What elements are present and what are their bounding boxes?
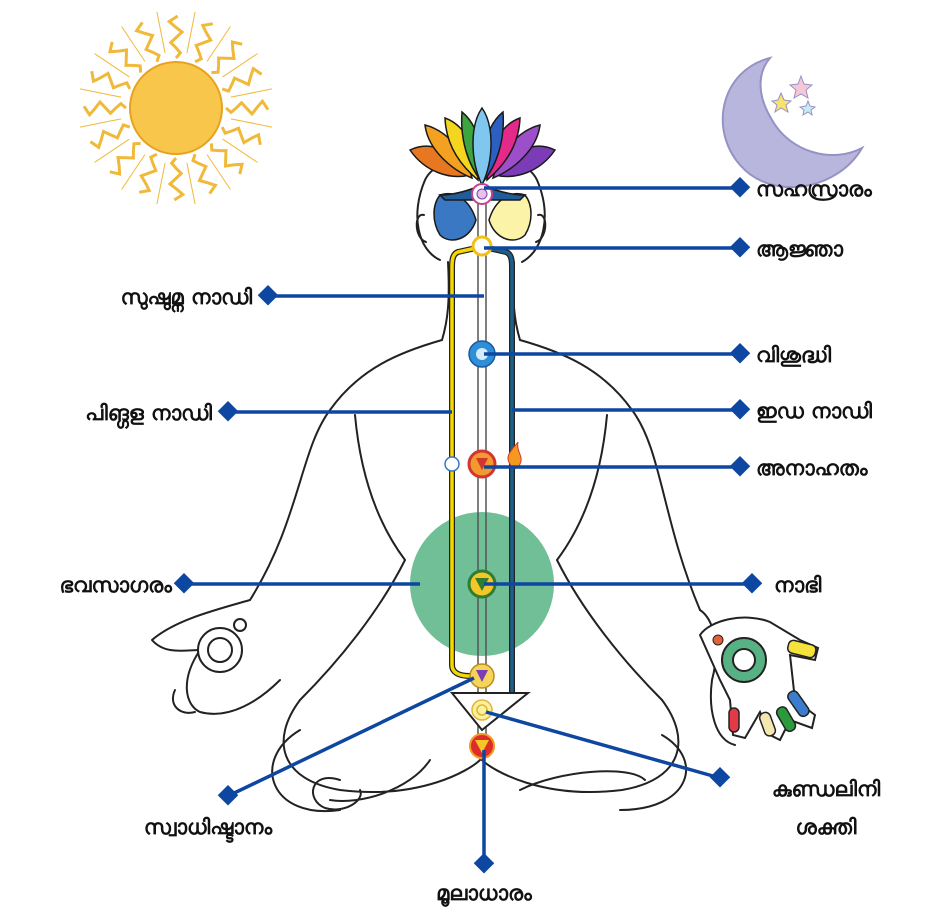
sun-ray <box>211 42 242 73</box>
sun-ray <box>193 154 215 193</box>
label-sushumna: സുഷുമ്ന നാഡി <box>121 285 253 314</box>
sun-icon <box>80 12 272 204</box>
sun-ray <box>110 42 141 73</box>
sun-ray-thin <box>95 54 130 77</box>
sun-ray <box>170 158 183 200</box>
label-nabhi: നാഭി <box>774 573 822 597</box>
label-pingala: പിങ്ഗള നാഡി <box>85 401 212 429</box>
sun-ray-thin <box>157 12 165 53</box>
label-bhavasagaram: ഭവസാഗരം <box>60 573 174 597</box>
anahata-chakra-icon <box>469 451 495 477</box>
sun-ray-thin <box>157 163 165 204</box>
swadhishthana-chakra-icon <box>470 664 494 688</box>
sun-ray <box>169 16 182 58</box>
kundalini-spiral-icon <box>472 700 492 720</box>
left-hand-mudra <box>198 619 246 672</box>
ajna-chakra-icon <box>473 237 491 255</box>
label-vishuddhi: വിശുദ്ധി <box>756 343 831 367</box>
sun-ray-thin <box>187 12 195 53</box>
sun-ray <box>110 143 141 174</box>
label-kundalini-line1: കുണ്ഡലിനി <box>772 777 881 801</box>
sun-ray <box>222 69 261 91</box>
sun-ray <box>137 22 159 61</box>
seated-figure-outline <box>152 156 735 811</box>
label-swadhishthanam: സ്വാധിഷ്ടാനം <box>144 815 274 843</box>
sun-ray <box>90 125 129 147</box>
sun-ray-thin <box>122 155 145 190</box>
sun-ray-thin <box>231 89 272 97</box>
label-mooladharam: മൂലാധാരം <box>436 881 533 907</box>
label-kundalini-line2: ശക്തി <box>796 815 857 839</box>
label-sahasrara: സഹസ്രാരം <box>756 177 873 202</box>
sun-ray-thin <box>207 27 230 62</box>
sun-ray-thin <box>80 119 121 127</box>
mooladhara-chakra-icon <box>470 734 494 758</box>
sun-ray-thin <box>187 163 195 204</box>
sun-ray-thin <box>231 119 272 127</box>
sun-ray <box>211 143 242 174</box>
label-ajna: ആജ്ഞാ <box>756 237 844 262</box>
label-anahata: അനാഹതം <box>756 456 869 480</box>
sun-ray <box>226 101 268 114</box>
sun-ray-thin <box>223 139 258 162</box>
label-ida: ഇഡ നാഡി <box>756 399 872 423</box>
crescent-moon-icon <box>723 58 862 187</box>
right-hand-mudra <box>700 618 818 740</box>
sun-ray-thin <box>80 89 121 97</box>
sun-ray <box>84 102 126 115</box>
